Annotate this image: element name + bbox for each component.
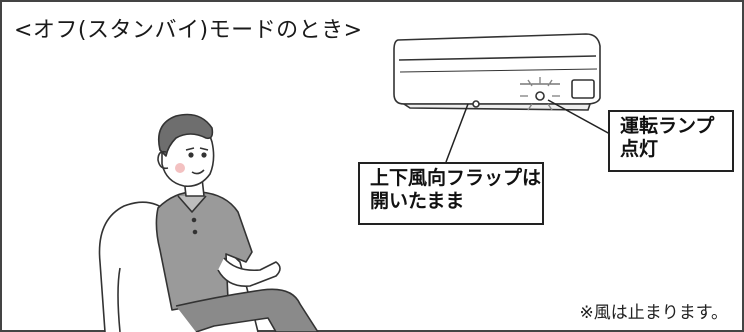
flap-callout: 上下風向フラップは 開いたまま (358, 162, 544, 225)
flap-callout-line1: 上下風向フラップは (370, 167, 542, 189)
lamp-light-icon (520, 77, 560, 111)
lamp-callout: 運転ランプ 点灯 (608, 110, 734, 172)
flap-callout-line2: 開いたまま (370, 190, 465, 212)
person-on-sofa-icon (98, 113, 319, 332)
air-conditioner-icon (393, 33, 601, 111)
leader-lines (445, 99, 611, 163)
wind-stop-note: ※風は止まります。 (579, 303, 728, 323)
page-title: <オフ(スタンバイ)モードのとき> (14, 18, 363, 43)
lamp-callout-line2: 点灯 (620, 138, 659, 160)
lamp-callout-line1: 運転ランプ (620, 115, 715, 137)
